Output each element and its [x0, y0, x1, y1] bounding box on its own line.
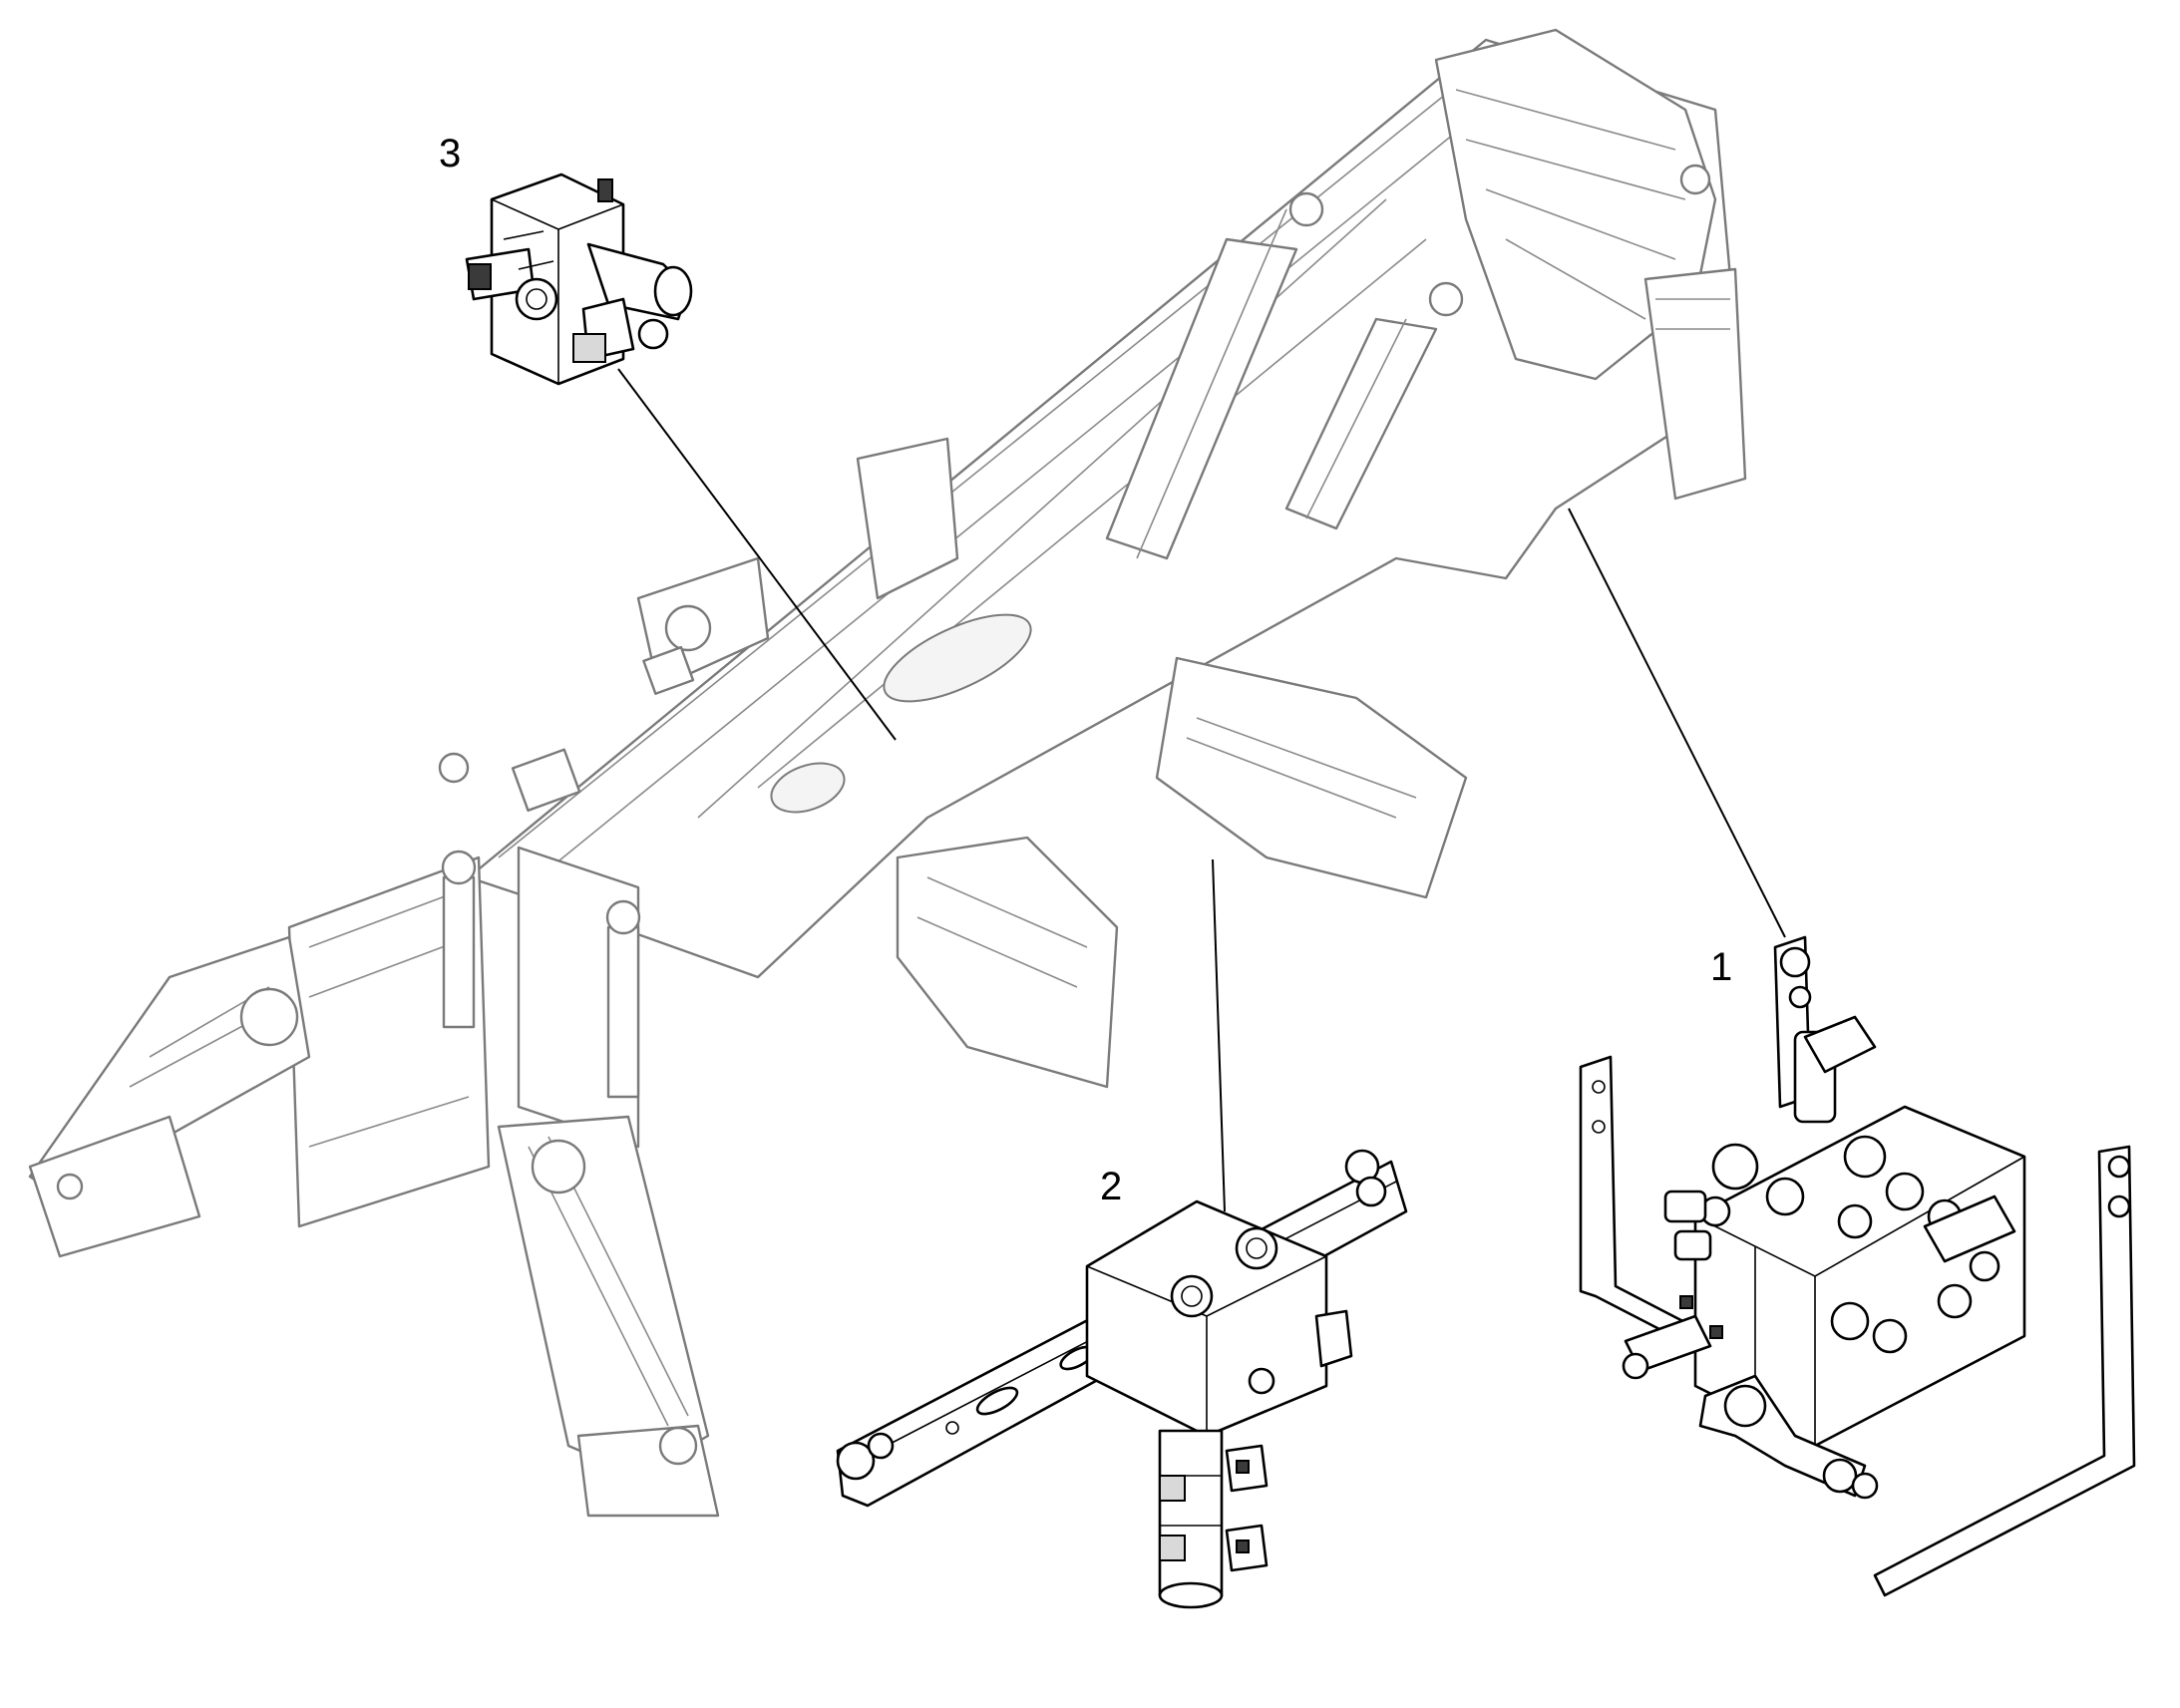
callout-label-3: 3: [439, 132, 461, 175]
callout-labels: 1 2 3: [439, 132, 1732, 1208]
leader-lines: [617, 368, 1786, 1212]
leader-line-2: [1212, 858, 1226, 1212]
leader-line-3: [617, 368, 897, 741]
valve-block-part-3: [465, 172, 693, 386]
callout-label-1: 1: [1710, 945, 1732, 989]
manifold-assembly-part-1: [1579, 935, 2136, 1597]
callout-label-2: 2: [1100, 1165, 1122, 1208]
leader-line-1: [1568, 508, 1786, 938]
valve-assembly-part-2: [836, 1149, 1408, 1609]
chassis-frame: [28, 28, 1747, 1518]
